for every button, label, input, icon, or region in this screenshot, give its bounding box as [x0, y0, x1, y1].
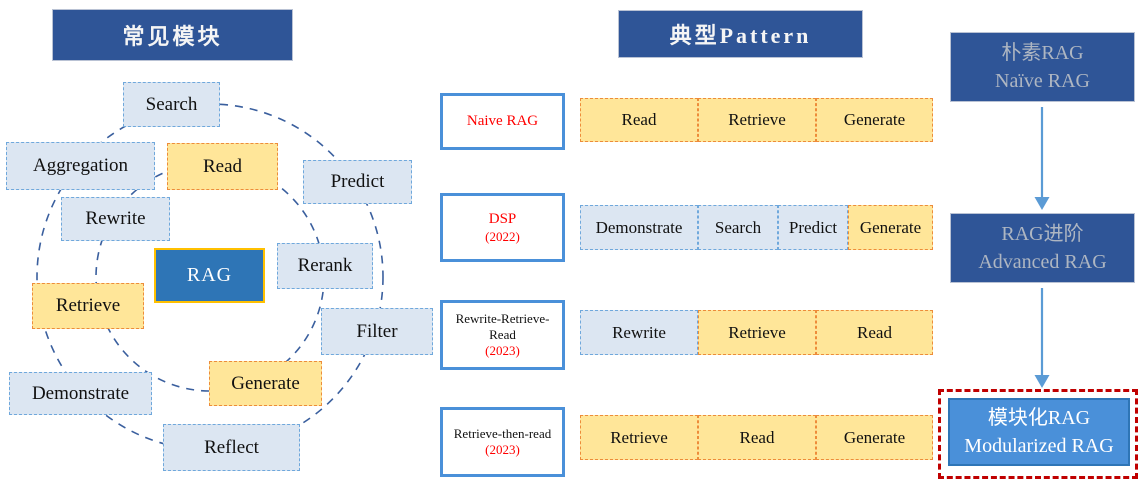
- module-reflect: Reflect: [163, 424, 300, 471]
- pattern-chain-dsp: Demonstrate Search Predict Generate: [580, 205, 933, 250]
- module-generate: Generate: [209, 361, 322, 406]
- chain-step: Generate: [816, 98, 933, 142]
- chain-step: Retrieve: [698, 98, 816, 142]
- chain-step: Read: [698, 415, 816, 460]
- chain-step: Read: [580, 98, 698, 142]
- pattern-title: DSP: [488, 211, 517, 227]
- stage-line-cn: 朴素RAG: [1001, 42, 1084, 64]
- pattern-label-naive-rag: Naive RAG: [440, 93, 565, 150]
- module-retrieve: Retrieve: [32, 283, 144, 329]
- pattern-title: Naive RAG: [466, 113, 539, 130]
- module-demonstrate: Demonstrate: [9, 372, 152, 415]
- pattern-year: (2022): [485, 228, 520, 244]
- stage-naive-rag: 朴素RAG Naïve RAG: [950, 32, 1135, 102]
- pattern-chain-rewrite-retrieve-read: Rewrite Retrieve Read: [580, 310, 933, 355]
- down-arrow-advanced-to-modularized: [1034, 288, 1050, 388]
- stage-line-en: Naïve RAG: [995, 70, 1090, 92]
- chain-step: Search: [698, 205, 778, 250]
- pattern-chain-retrieve-then-read: Retrieve Read Generate: [580, 415, 933, 460]
- typical-pattern-header: 典型Pattern: [618, 10, 863, 58]
- pattern-chain-naive-rag: Read Retrieve Generate: [580, 98, 933, 142]
- stage-line-cn: 模块化RAG: [987, 407, 1091, 429]
- chain-step: Generate: [848, 205, 933, 250]
- chain-step: Read: [816, 310, 933, 355]
- module-filter: Filter: [321, 308, 433, 355]
- pattern-label-retrieve-then-read: Retrieve-then-read (2023): [440, 407, 565, 477]
- chain-step: Demonstrate: [580, 205, 698, 250]
- module-rag-center: RAG: [154, 248, 265, 303]
- common-modules-header: 常见模块: [52, 9, 293, 61]
- stage-line-en: Modularized RAG: [964, 435, 1114, 457]
- pattern-title: Rewrite-Retrieve-Read: [455, 310, 550, 342]
- pattern-title: Retrieve-then-read: [453, 425, 552, 441]
- modularized-rag-highlight-frame: [938, 389, 1138, 479]
- stage-line-cn: RAG进阶: [1001, 223, 1084, 245]
- stage-line-en: Advanced RAG: [978, 251, 1107, 273]
- module-read: Read: [167, 143, 278, 190]
- chain-step: Rewrite: [580, 310, 698, 355]
- chain-step: Predict: [778, 205, 848, 250]
- chain-step: Retrieve: [698, 310, 816, 355]
- pattern-year: (2023): [485, 343, 520, 359]
- pattern-label-rewrite-retrieve-read: Rewrite-Retrieve-Read (2023): [440, 300, 565, 370]
- module-rewrite: Rewrite: [61, 197, 170, 241]
- chain-step: Retrieve: [580, 415, 698, 460]
- pattern-year: (2023): [485, 442, 520, 457]
- module-aggregation: Aggregation: [6, 142, 155, 190]
- pattern-label-dsp: DSP (2022): [440, 193, 565, 262]
- chain-step: Generate: [816, 415, 933, 460]
- down-arrow-naive-to-advanced: [1034, 107, 1050, 210]
- module-rerank: Rerank: [277, 243, 373, 289]
- stage-modularized-rag: 模块化RAG Modularized RAG: [948, 398, 1130, 466]
- module-predict: Predict: [303, 160, 412, 204]
- stage-advanced-rag: RAG进阶 Advanced RAG: [950, 213, 1135, 283]
- module-search: Search: [123, 82, 220, 127]
